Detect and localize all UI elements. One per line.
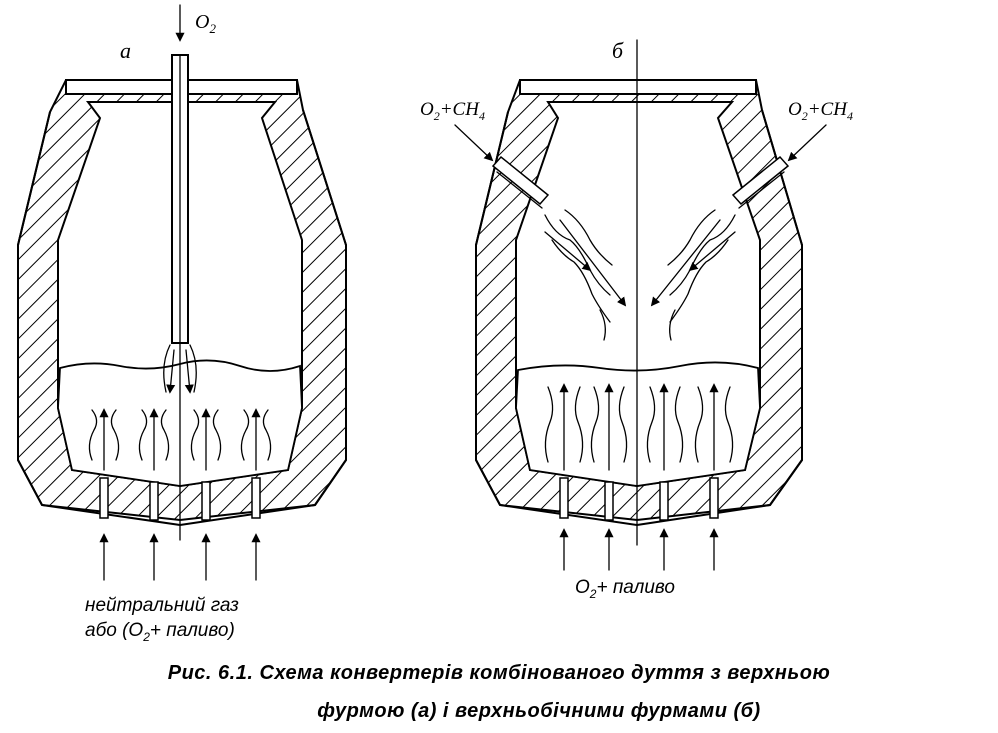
converter-b — [454, 39, 827, 571]
side-gas-right-arrow-icon — [787, 124, 827, 162]
bubbling-plumes-b — [544, 383, 734, 471]
bottom-tuyeres-b — [559, 477, 719, 521]
lance-jet — [163, 342, 197, 541]
figure-caption-line-1: Рис. 6.1. Схема конвертерів комбінованог… — [167, 662, 831, 684]
panel-b-bottom-label: O2+ паливо — [575, 577, 675, 601]
side-jets-b — [544, 209, 736, 341]
side-gas-left-arrow-icon — [454, 124, 494, 162]
converter-a — [17, 4, 347, 581]
panel-a-bottom-label-1: нейтральний газ — [85, 595, 239, 616]
panel-b-side-gas-left: O2+CH4 — [420, 99, 485, 123]
side-tuyeres-b — [491, 155, 790, 209]
figure-caption-line-2: фурмою (а) і верхньобічними фурмами (б) — [317, 700, 761, 722]
panel-a-top-gas: O2 — [195, 11, 216, 36]
converter-b-bath — [515, 361, 761, 487]
panel-b-side-gas-right: O2+CH4 — [788, 99, 853, 123]
panel-a-bottom-label-2: або (O2+ паливо) — [85, 620, 235, 644]
converter-b-mouth — [519, 79, 757, 95]
panel-b-letter: б — [612, 38, 624, 63]
panel-a-letter: а — [120, 38, 131, 63]
bottom-tuyeres-a — [99, 477, 261, 521]
bottom-supply-arrows-a — [99, 533, 261, 581]
bottom-supply-arrows-b — [559, 528, 719, 571]
bubbling-plumes-a — [88, 408, 272, 471]
